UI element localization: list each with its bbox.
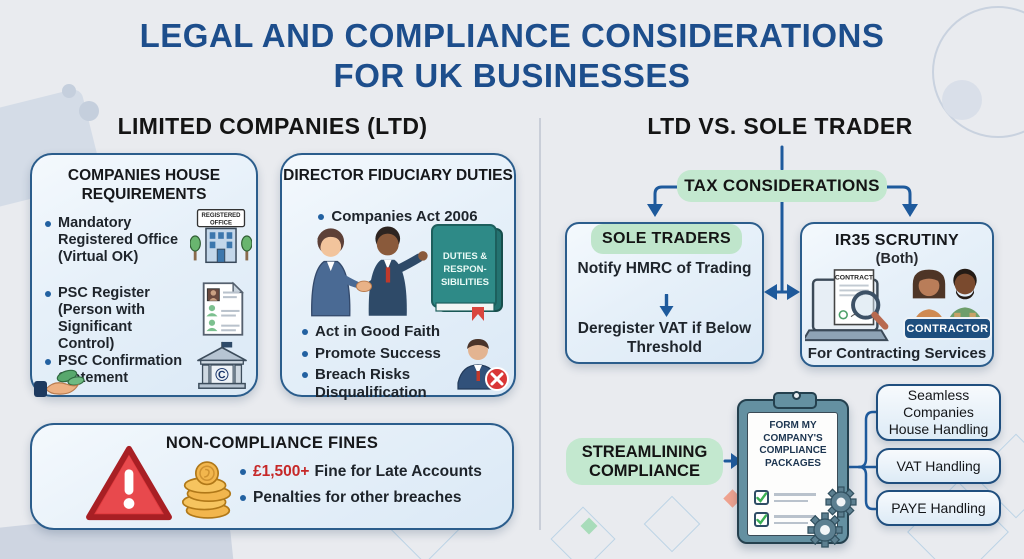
checkbox-checked-icon xyxy=(754,490,769,505)
output-vat-handling: VAT Handling xyxy=(876,448,1001,484)
duties-list: Act in Good Faith Promote Success Breach… xyxy=(302,323,465,402)
fine-amount-label: £1,500+Fine for Late Accounts xyxy=(253,463,482,481)
card-non-compliance-fines: NON-COMPLIANCE FINES £1,500+Fine for Lat… xyxy=(30,423,514,530)
list-item: £1,500+Fine for Late Accounts xyxy=(240,463,482,481)
bullet-icon xyxy=(302,329,308,335)
bullet-icon xyxy=(45,221,51,227)
bullet-icon xyxy=(302,350,308,357)
list-item-label: Mandatory Registered Office (Virtual OK) xyxy=(58,215,179,266)
streamlining-compliance-pill: STREAMLINING COMPLIANCE xyxy=(566,438,723,485)
list-item-label: Promote Success xyxy=(315,344,441,362)
duties-book-icon: DUTIES & RESPON- SIBILITIES xyxy=(431,224,503,321)
companies-act-item: Companies Act 2006 xyxy=(282,208,514,225)
checklist-lines xyxy=(774,515,816,524)
sole-step-1: Notify HMRC of Trading xyxy=(577,260,752,277)
page-title-line1: LEGAL AND COMPLIANCE CONSIDERATIONS xyxy=(139,17,885,54)
hand-money-icon xyxy=(34,369,85,397)
list-item-label: Breach Risks Disqualification xyxy=(315,366,427,402)
decor-diamond xyxy=(550,506,616,559)
card-director-duties: DIRECTOR FIDUCIARY DUTIES Companies Act … xyxy=(280,153,516,401)
companies-house-bank-icon: © xyxy=(197,341,247,389)
output-paye-handling: PAYE Handling xyxy=(876,490,1001,526)
heading-limited-companies: LIMITED COMPANIES (LTD) xyxy=(117,113,428,139)
registered-office-building-icon: REGISTERED OFFICE xyxy=(190,209,252,264)
list-item-label: PSC Register (Person with Significant Co… xyxy=(58,285,150,353)
bullet-icon xyxy=(45,291,51,297)
decor-diamond xyxy=(643,495,701,553)
card-ir35: IR35 SCRUTINY (Both) CONTRACT xyxy=(800,222,994,367)
card-title: COMPANIES HOUSE REQUIREMENTS xyxy=(67,167,221,203)
checklist-row xyxy=(754,512,816,527)
list-item-label: Penalties for other breaches xyxy=(253,489,462,507)
bullet-icon xyxy=(302,372,308,379)
book-label-line3: SIBILITIES xyxy=(441,277,489,288)
sole-step-2: Deregister VAT if Below Threshold xyxy=(577,320,752,356)
book-label-line1: DUTIES & xyxy=(443,251,487,262)
list-item: Penalties for other breaches xyxy=(240,489,482,507)
ir35-subtitle: (Both) xyxy=(875,251,919,267)
down-arrow-icon xyxy=(659,294,674,317)
office-sign-line2: OFFICE xyxy=(210,220,232,226)
bullet-icon xyxy=(240,495,246,502)
fine-description: Fine for Late Accounts xyxy=(314,463,482,480)
list-item: Promote Success xyxy=(302,345,465,363)
book-label-line2: RESPON- xyxy=(443,264,486,275)
page-title: LEGAL AND COMPLIANCE CONSIDERATIONS FOR … xyxy=(0,16,1024,97)
gears-icon xyxy=(807,486,857,548)
disqualified-person-icon xyxy=(457,339,509,391)
handshake-people-icon xyxy=(311,226,428,317)
contract-laptop-icon: CONTRACT xyxy=(805,269,889,342)
card-title: DIRECTOR FIDUCIARY DUTIES xyxy=(283,167,513,184)
bullet-icon xyxy=(240,469,246,475)
companies-act-label: Companies Act 2006 xyxy=(331,208,478,225)
ir35-footer: For Contracting Services xyxy=(807,345,987,362)
heading-ltd-vs-sole-trader: LTD VS. SOLE TRADER xyxy=(647,113,913,139)
psc-register-document-icon xyxy=(202,281,244,336)
list-item: Act in Good Faith xyxy=(302,323,465,341)
list-item: PSC Register (Person with Significant Co… xyxy=(45,285,190,353)
checklist-row xyxy=(754,490,816,505)
clip-hole xyxy=(792,391,801,400)
svg-text:©: © xyxy=(215,364,229,385)
output-companies-house-handling: Seamless Companies House Handling xyxy=(876,384,1001,441)
bullet-icon xyxy=(318,214,325,220)
clipboard-clip xyxy=(773,391,817,409)
ir35-title: IR35 SCRUTINY xyxy=(835,232,959,249)
warning-triangle-icon xyxy=(86,445,172,521)
coins-stack-icon xyxy=(181,461,232,519)
card-title: NON-COMPLIANCE FINES xyxy=(165,434,379,452)
sole-traders-header: SOLE TRADERS xyxy=(591,224,742,254)
section-divider xyxy=(539,118,541,530)
clipboard-title: FORM MY COMPANY'S COMPLIANCE PACKAGES xyxy=(759,420,827,469)
list-item: Breach Risks Disqualification xyxy=(302,366,465,401)
tax-considerations-pill: TAX CONSIDERATIONS xyxy=(677,170,887,202)
fines-list: £1,500+Fine for Late Accounts Penalties … xyxy=(240,463,482,508)
fine-amount: £1,500+ xyxy=(253,463,310,480)
compliance-clipboard: FORM MY COMPANY'S COMPLIANCE PACKAGES xyxy=(737,391,857,548)
checklist-lines xyxy=(774,493,816,502)
contract-label: CONTRACT xyxy=(835,275,874,282)
page-title-line2: FOR UK BUSINESSES xyxy=(333,57,691,95)
checkbox-checked-icon xyxy=(754,512,769,527)
list-item-label: Act in Good Faith xyxy=(315,323,440,340)
office-sign-line1: REGISTERED xyxy=(201,213,241,219)
decor-diamond-green xyxy=(580,517,598,535)
bullet-icon xyxy=(45,359,51,365)
card-sole-traders: SOLE TRADERS Notify HMRC of Trading Dere… xyxy=(565,222,764,364)
list-item: Mandatory Registered Office (Virtual OK) xyxy=(45,215,190,266)
card-companies-house: COMPANIES HOUSE REQUIREMENTS Mandatory R… xyxy=(30,153,258,397)
contractor-badge: CONTRACTOR xyxy=(903,317,992,340)
